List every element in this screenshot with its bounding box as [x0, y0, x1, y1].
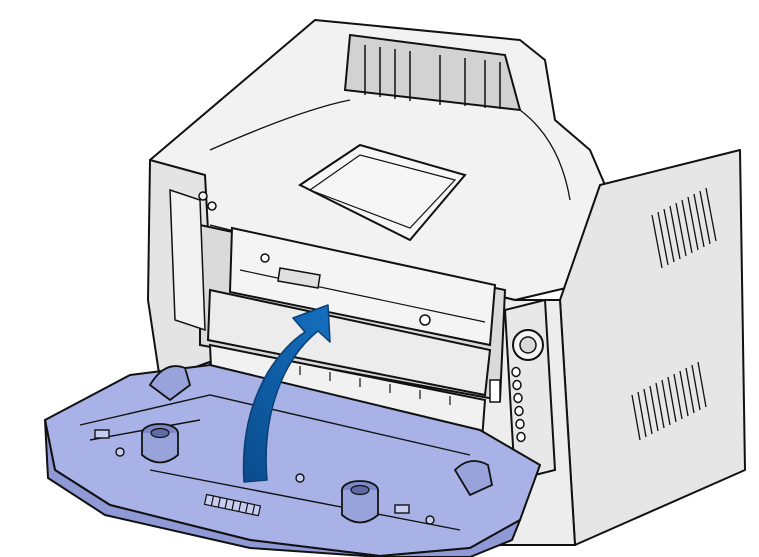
operator-panel [489, 298, 557, 482]
cover-hinge-left [148, 365, 192, 402]
paper-exit-slot [343, 33, 522, 112]
front-cover-open [44, 364, 541, 557]
panel-light-6 [516, 431, 526, 443]
panel-light-5 [515, 418, 525, 430]
printer-right-side [559, 149, 746, 546]
panel-light-2 [512, 379, 522, 391]
curved-arrow-up-icon [242, 304, 331, 483]
cover-post-right [341, 480, 379, 524]
toner-cartridge [228, 226, 497, 347]
front-cover-rim [44, 419, 521, 557]
cover-spring [203, 493, 262, 517]
left-frame-details [169, 188, 217, 332]
paper-support-extension [298, 143, 467, 242]
panel-light-1 [511, 366, 521, 378]
cover-hinge-right [453, 460, 494, 497]
side-vents-upper [651, 187, 717, 269]
close-cover-arrow [242, 304, 331, 483]
side-vents-lower [631, 361, 707, 441]
panel-light-3 [513, 392, 523, 404]
panel-light-4 [514, 405, 524, 417]
cover-post-left [141, 423, 179, 464]
